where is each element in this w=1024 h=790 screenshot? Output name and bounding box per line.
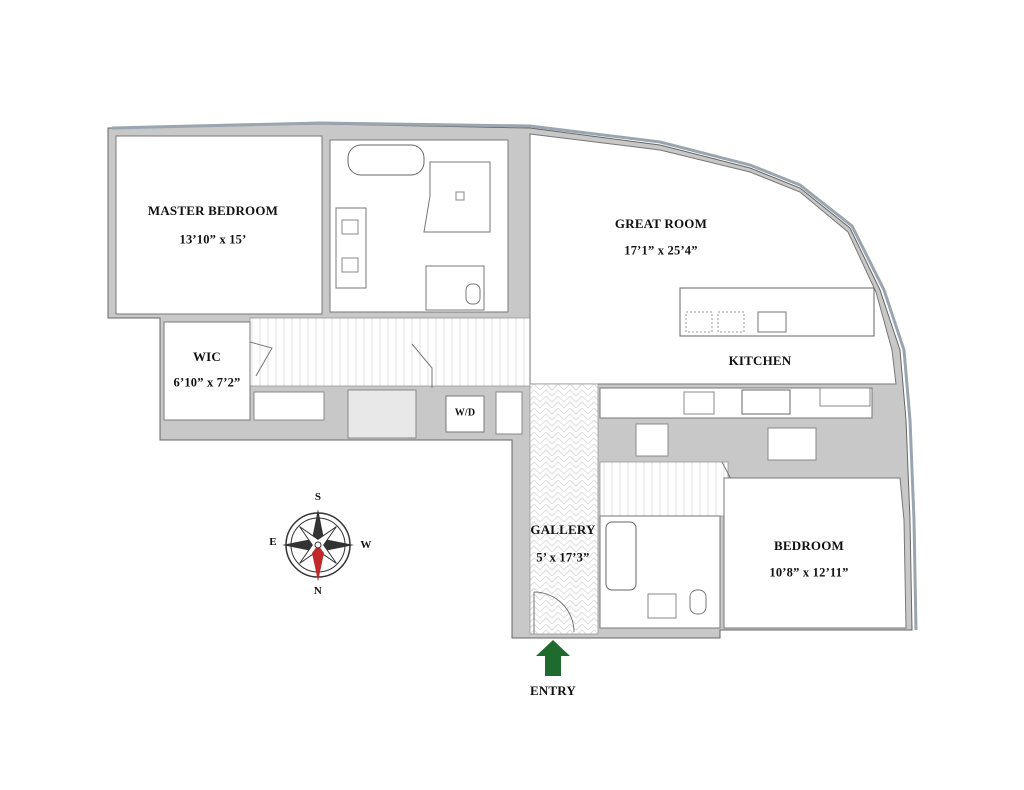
- island-seat-2: [717, 311, 745, 333]
- master-bedroom-size: 13’10” x 15’: [179, 232, 247, 247]
- pantry: [767, 427, 817, 461]
- great-room-label: GREAT ROOM: [614, 216, 708, 231]
- entry-label: ENTRY: [529, 683, 577, 698]
- fridge: [635, 423, 669, 457]
- door-swing-bath: [411, 343, 433, 388]
- wd-label: W/D: [454, 407, 476, 419]
- wic-size: 6’10” x 7’2”: [173, 375, 241, 390]
- toilet-2: [689, 589, 707, 615]
- sink-2: [341, 257, 359, 273]
- kitchen-label: KITCHEN: [728, 353, 792, 368]
- toilet: [465, 283, 481, 305]
- coat-closet: [495, 391, 523, 435]
- gallery-label: GALLERY: [530, 522, 596, 537]
- oven: [683, 391, 715, 415]
- hallway-floor: [249, 317, 531, 387]
- compass-north-label: N: [313, 585, 323, 597]
- sink-3: [647, 593, 677, 619]
- wic-room: [163, 321, 251, 421]
- cooktop: [741, 389, 791, 415]
- bathtub: [347, 144, 425, 176]
- entry-arrow-icon: [536, 640, 570, 676]
- compass-south-label: S: [314, 491, 322, 503]
- entry-door-swing: [533, 591, 575, 633]
- gallery-floor: [529, 383, 599, 635]
- shower-drain: [455, 191, 465, 201]
- linen-closet: [253, 391, 325, 421]
- master-bedroom-room: [115, 135, 323, 315]
- shower: [423, 161, 491, 233]
- door-swing-wic: [249, 341, 273, 377]
- bedroom-hall-floor: [599, 461, 729, 517]
- bedroom-size: 10’8” x 12’11”: [769, 565, 849, 580]
- wine-fridge: [819, 387, 871, 407]
- wd-closet: [445, 395, 485, 433]
- island-seat-1: [685, 311, 713, 333]
- sink-1: [341, 219, 359, 235]
- gallery-size: 5’ x 17’3”: [536, 550, 590, 565]
- great-room-floor: [529, 133, 897, 385]
- compass-east-label: E: [269, 536, 277, 548]
- great-room-size: 17’1” x 25’4”: [624, 243, 698, 258]
- bedroom-label: BEDROOM: [773, 538, 845, 553]
- bedroom-room: [723, 477, 907, 629]
- wic-label: WIC: [192, 349, 222, 364]
- bathtub-2: [605, 521, 637, 591]
- storage-closet: [347, 389, 417, 439]
- window-band: [111, 121, 918, 631]
- compass-needle: [312, 545, 324, 581]
- master-bedroom-label: MASTER BEDROOM: [147, 203, 279, 218]
- island-sink: [757, 311, 787, 333]
- compass-west-label: W: [360, 539, 372, 551]
- compass-rose-icon: [282, 509, 354, 581]
